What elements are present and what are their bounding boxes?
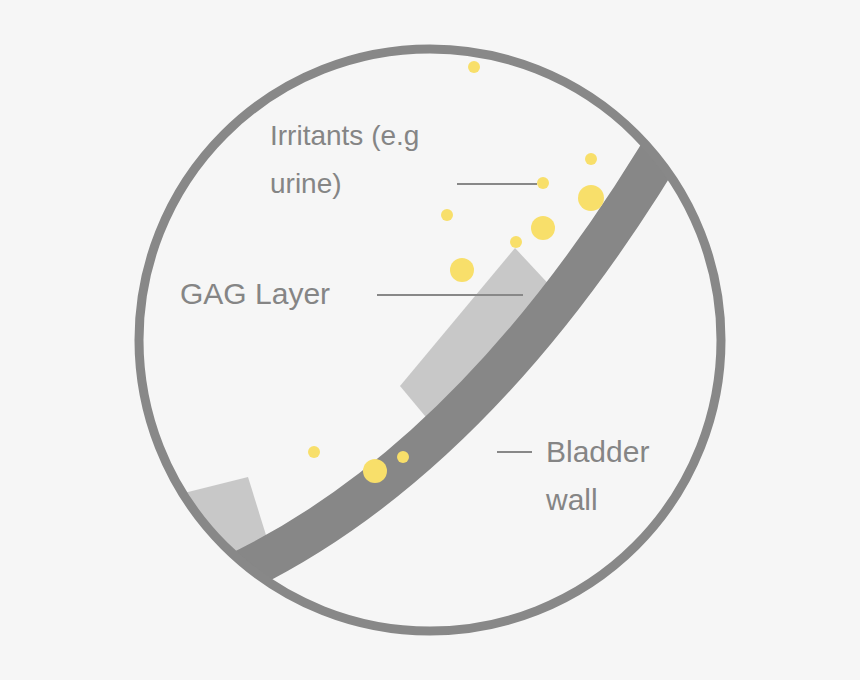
bladder-wall-label: Bladder wall xyxy=(546,428,686,524)
leader-lines xyxy=(377,184,537,452)
gag-layer-label: GAG Layer xyxy=(180,270,370,318)
magnified-view xyxy=(180,120,680,590)
magnifier-circle xyxy=(139,49,721,631)
irritants-label: Irritants (e.g urine) xyxy=(270,112,435,208)
